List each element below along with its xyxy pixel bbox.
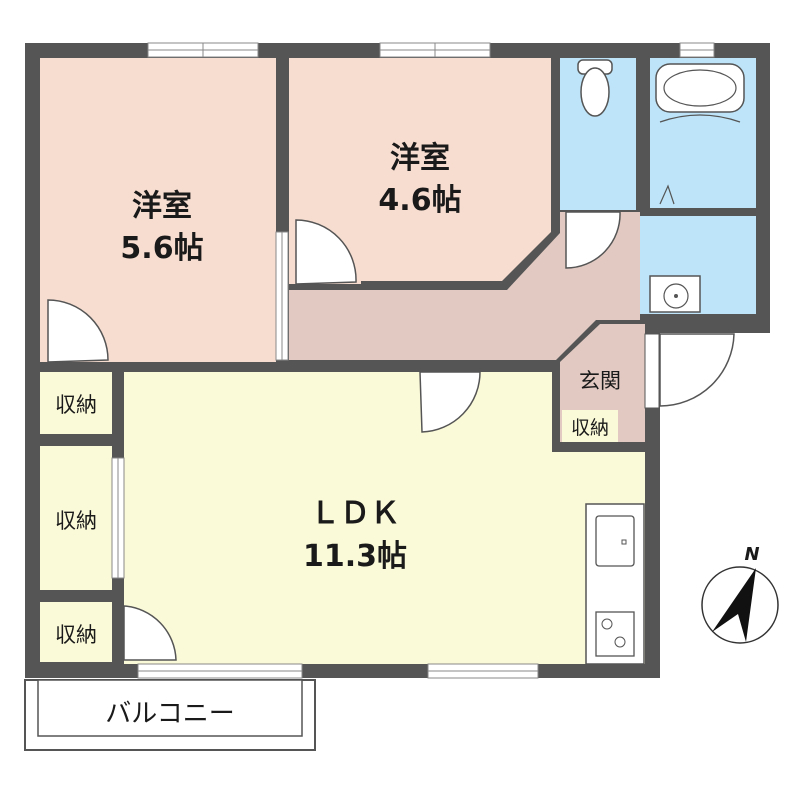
room-size-western-small: 4.6帖 — [378, 183, 461, 218]
room-ldk — [124, 372, 645, 664]
door-swing-storage-3 — [123, 605, 177, 661]
storage-1-fill — [40, 372, 112, 434]
storage-label-2: 収納 — [55, 509, 97, 533]
bath-curve — [659, 114, 741, 123]
room-size-ldk: 11.3帖 — [303, 539, 407, 574]
room-name-western-large: 洋室 — [132, 189, 192, 224]
stove — [595, 611, 635, 657]
room-size-western-large: 5.6帖 — [120, 231, 203, 266]
toilet-bowl — [580, 67, 610, 117]
storage-label-3: 収納 — [55, 623, 97, 647]
door-swing-western-small — [295, 219, 357, 285]
bathtub — [655, 63, 745, 113]
bath-faucet — [659, 184, 675, 205]
compass: N — [701, 544, 779, 644]
burner-icon — [601, 618, 613, 630]
storage-label-entrance: 収納 — [571, 417, 609, 439]
room-name-western-small: 洋室 — [390, 141, 450, 176]
compass-north-label: N — [744, 544, 759, 565]
storage-3-fill — [40, 602, 112, 662]
room-western-small — [289, 58, 551, 284]
wash-basin — [649, 275, 701, 313]
entrance-door-frame — [644, 333, 660, 409]
door-swing-entrance — [659, 333, 735, 407]
burner-icon — [614, 636, 626, 648]
storage-entrance-fill — [562, 410, 618, 442]
compass-north-arrow-icon — [712, 568, 756, 642]
storage-2-fill — [40, 446, 112, 590]
balcony-label: バルコニー — [105, 699, 234, 729]
hallway — [289, 212, 640, 360]
kitchen-sink — [595, 515, 635, 567]
room-name-ldk: ＬＤＫ — [310, 496, 400, 531]
room-name-entrance: 玄関 — [579, 369, 621, 393]
storage-label-1: 収納 — [55, 393, 97, 417]
door-swing-ldk — [419, 371, 481, 433]
door-swing-western-large — [47, 299, 109, 363]
door-swing-toilet — [565, 211, 621, 269]
